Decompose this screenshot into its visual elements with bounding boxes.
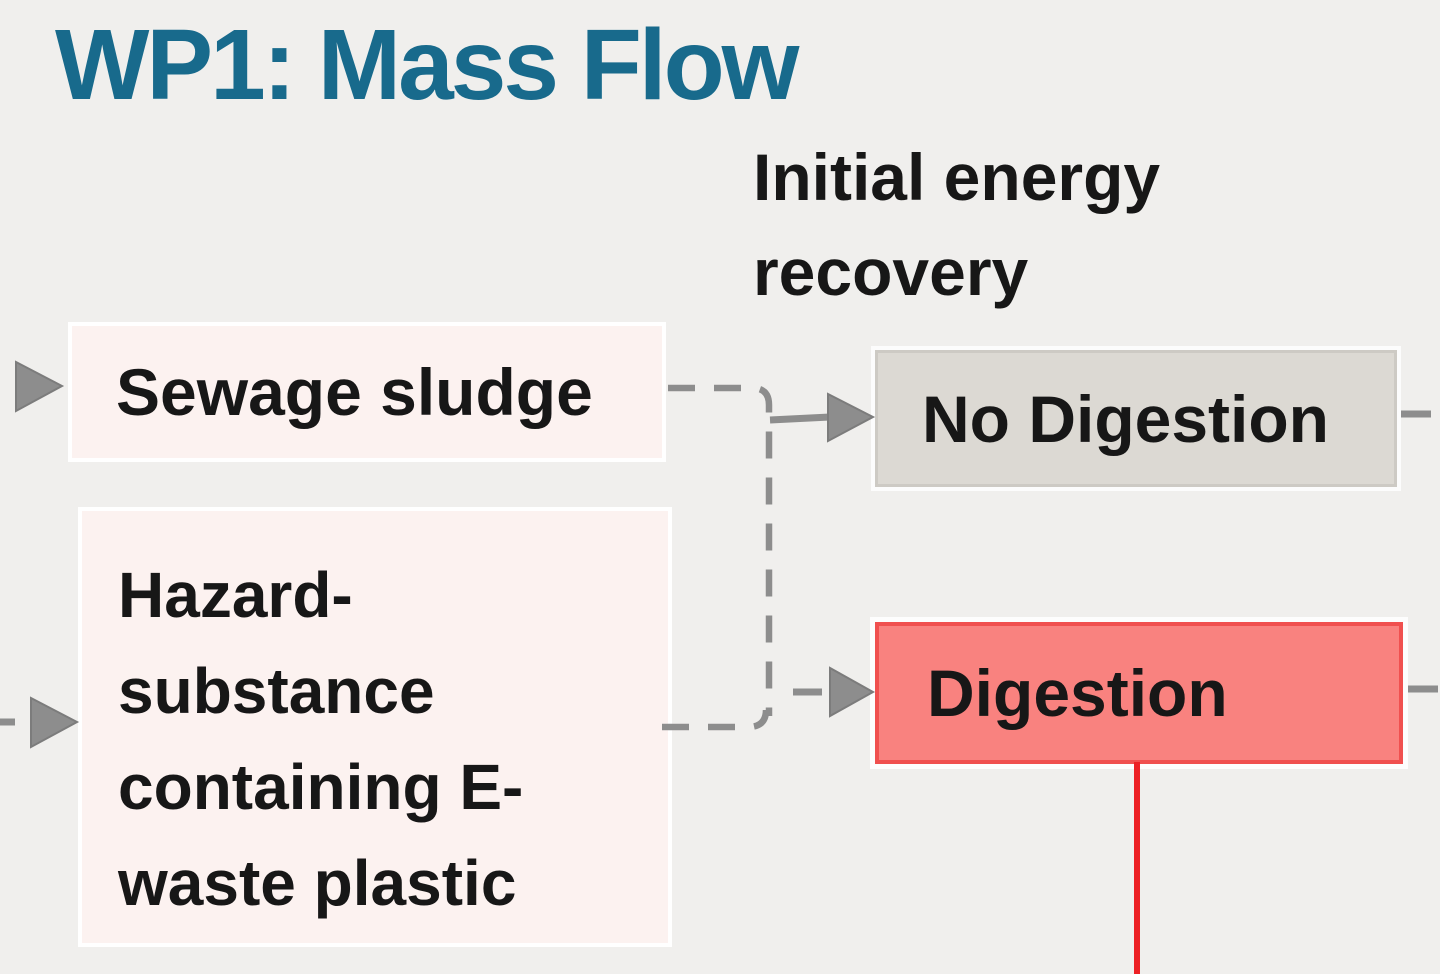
node-hazard-substance-e-waste-plastic: Hazard- substance containing E- waste pl… bbox=[78, 507, 672, 947]
node-digestion: Digestion bbox=[875, 622, 1403, 764]
arrowhead-right-icon bbox=[15, 360, 65, 413]
dashed-connector-hazard-elbow bbox=[662, 709, 770, 731]
node-hazard-label: Hazard- substance containing E- waste pl… bbox=[118, 547, 523, 931]
arrowhead-right-icon bbox=[30, 696, 80, 749]
arrowhead-right-icon bbox=[827, 392, 876, 443]
dashed-connector-sewage-elbow bbox=[668, 384, 773, 716]
node-hazard-label-line-3: containing E- bbox=[118, 751, 524, 823]
node-hazard-label-line-2: substance bbox=[118, 655, 435, 727]
node-no-digestion-label: No Digestion bbox=[922, 381, 1329, 456]
node-hazard-label-line-1: Hazard- bbox=[118, 559, 353, 631]
page-title: WP1: Mass Flow bbox=[55, 9, 799, 121]
node-digestion-label: Digestion bbox=[927, 656, 1228, 730]
arrow-line-to-no-digestion bbox=[769, 413, 831, 424]
arrowhead-right-icon bbox=[829, 666, 876, 718]
column-header-initial-energy-recovery: Initial energy recovery bbox=[753, 130, 1160, 320]
node-sewage-sludge-label: Sewage sludge bbox=[116, 355, 593, 429]
node-hazard-label-line-4: waste plastic bbox=[118, 847, 517, 919]
node-no-digestion: No Digestion bbox=[875, 350, 1397, 487]
node-sewage-sludge: Sewage sludge bbox=[68, 322, 666, 462]
column-header-line-2: recovery bbox=[753, 235, 1029, 309]
column-header-line-1: Initial energy bbox=[753, 140, 1161, 214]
